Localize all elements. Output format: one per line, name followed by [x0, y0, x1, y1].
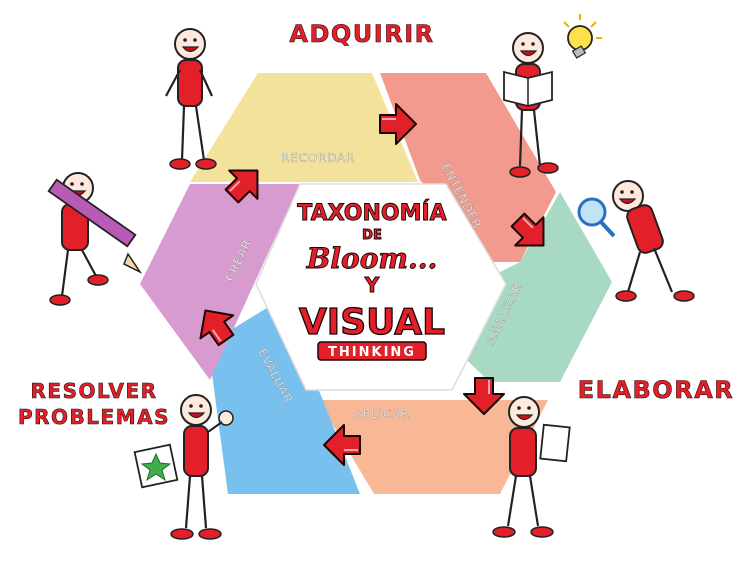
- figure-top-right: [503, 14, 602, 178]
- label-recordar: RECORDAR: [281, 151, 355, 165]
- pencil-icon: [47, 178, 143, 274]
- segment-aplicar: [318, 400, 548, 494]
- figure-top-left: [165, 28, 217, 170]
- figure-bottom-right: [492, 396, 571, 538]
- title-thinking: THINKING: [328, 345, 416, 360]
- title-y: Y: [364, 273, 380, 297]
- corner-adquirir: ADQUIRIR: [289, 20, 434, 48]
- segment-analizar: [456, 192, 612, 382]
- star-sheet-icon: [133, 443, 179, 489]
- magnifier-icon: [577, 197, 616, 238]
- center-hexagon: [255, 183, 507, 391]
- segment-entender: [380, 73, 556, 262]
- lightbulb-icon: [563, 14, 602, 59]
- figure-right: [577, 180, 695, 302]
- title-visual: VISUAL: [299, 302, 445, 343]
- label-aplicar: APLICAR: [354, 407, 410, 421]
- segment-evaluar: [208, 300, 360, 494]
- figure-left: [47, 172, 143, 306]
- corner-resolver: RESOLVER: [31, 379, 158, 403]
- figure-bottom-left: [133, 394, 234, 540]
- corner-elaborar: ELABORAR: [578, 376, 735, 404]
- segment-crear: [140, 184, 300, 380]
- title-taxonomia: TAXONOMÍA: [297, 200, 446, 226]
- thumbs-up-icon: [207, 410, 234, 433]
- title-bloom: Bloom...: [306, 242, 438, 275]
- segment-recordar: [190, 73, 418, 182]
- corner-problemas: PROBLEMAS: [18, 405, 170, 429]
- thinking-banner: [317, 341, 427, 361]
- paper-icon: [539, 423, 571, 463]
- book-icon: [503, 70, 553, 107]
- title-de: DE: [362, 228, 382, 243]
